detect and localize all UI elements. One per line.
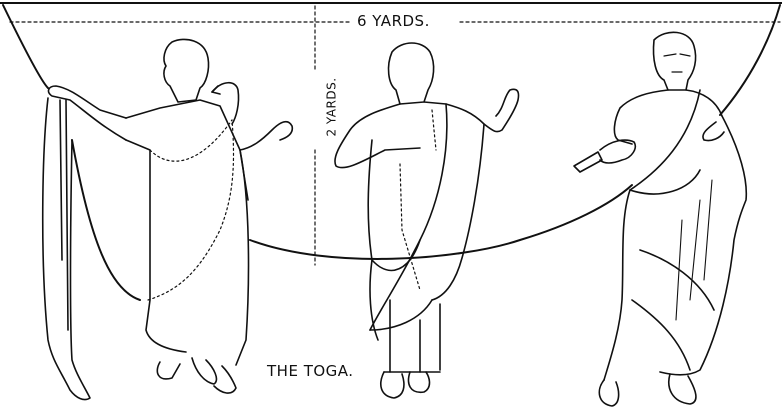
cloth-shape-outline	[0, 2, 782, 301]
diagram-caption: THE TOGA.	[265, 362, 356, 380]
figure-1-illustration	[41, 38, 294, 401]
figure-3-illustration	[573, 31, 748, 407]
figure-2-illustration	[334, 42, 520, 399]
height-measurement-label: 2 YARDS.	[324, 75, 339, 139]
dimension-lines	[9, 5, 781, 266]
width-measurement-label: 6 YARDS.	[354, 12, 433, 30]
